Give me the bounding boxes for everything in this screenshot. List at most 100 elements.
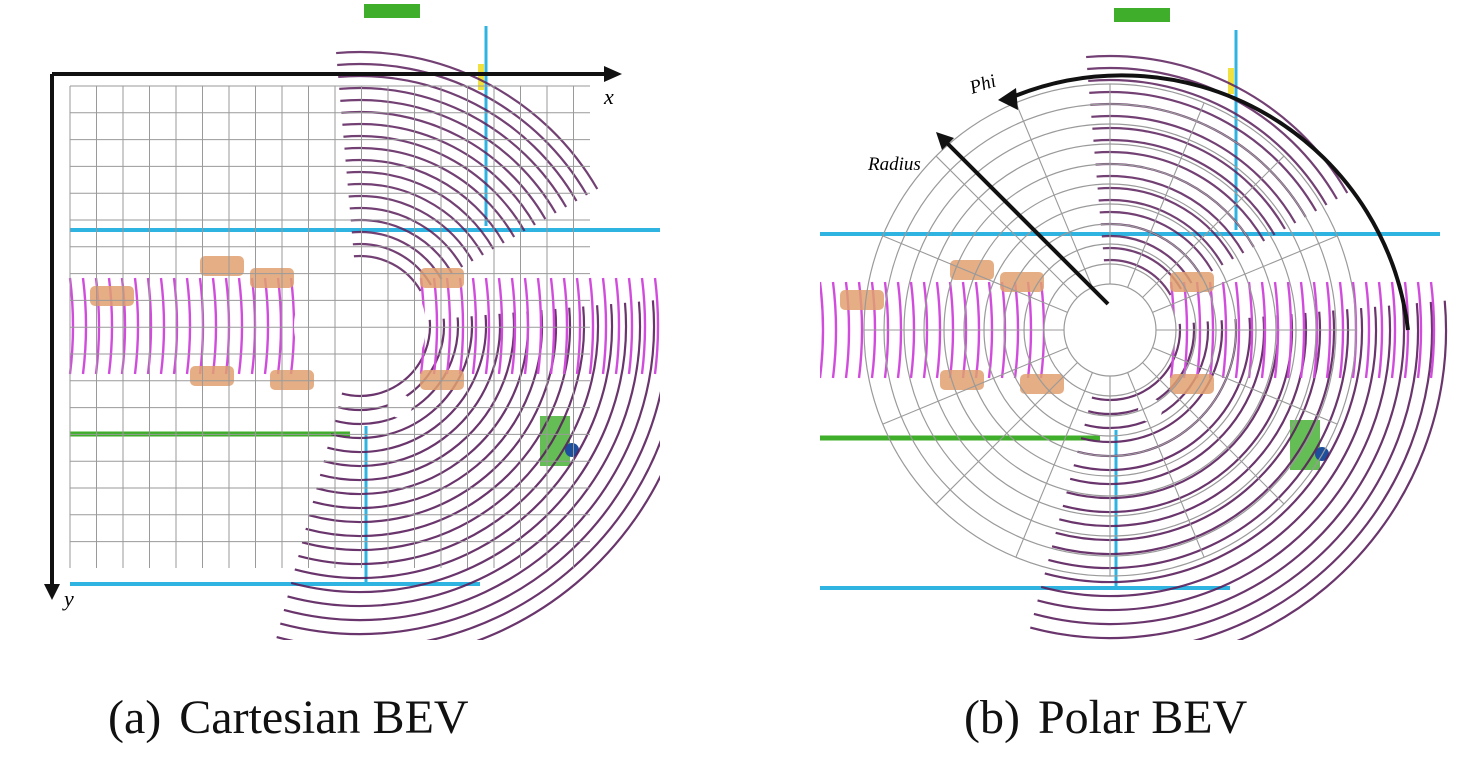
road-scan-line xyxy=(588,277,595,375)
pole-mark xyxy=(478,64,484,90)
road-scan-line xyxy=(614,277,621,375)
road-scan-line xyxy=(510,277,517,375)
car-cluster xyxy=(270,370,314,390)
ground-scan-ring xyxy=(353,254,422,292)
ground-scan-ring xyxy=(1069,316,1266,486)
polar-axes: Phi Radius xyxy=(867,71,1410,331)
road-scan-line xyxy=(81,277,88,375)
car-cluster xyxy=(950,260,994,280)
ground-scan-ring xyxy=(1099,210,1214,272)
road-scan-line xyxy=(133,277,140,375)
caption-b: (b)Polar BEV xyxy=(964,690,1247,745)
ground-scan-ring xyxy=(1094,150,1266,242)
x-axis-arrowhead-icon xyxy=(604,66,622,82)
ground-scan-ring xyxy=(1098,198,1224,266)
polar-spoke xyxy=(1127,372,1205,558)
ground-scan-ring xyxy=(1073,317,1252,472)
ground-scan-ring xyxy=(339,86,568,208)
road-scan-line xyxy=(818,281,825,379)
car-cluster xyxy=(840,290,884,310)
ground-scan-ring xyxy=(1091,114,1297,224)
ground-scan-ring xyxy=(342,122,536,226)
point-cloud-a xyxy=(68,4,698,664)
road-scan-line xyxy=(497,277,504,375)
car-cluster xyxy=(250,268,294,288)
ground-scan-ring xyxy=(1093,138,1276,236)
polar-spoke xyxy=(1152,347,1338,425)
radius-line xyxy=(942,138,1110,306)
ground-scan-ring xyxy=(1096,174,1245,254)
road-scan-line xyxy=(640,277,647,375)
road-scan-line xyxy=(1377,281,1384,379)
ground-scan-ring xyxy=(290,302,628,594)
phi-label: Phi xyxy=(966,71,999,99)
car-cluster xyxy=(190,366,234,386)
road-scan-line xyxy=(237,277,244,375)
car-cluster xyxy=(1170,272,1214,292)
ground-scan-ring xyxy=(337,62,588,196)
vegetation-blob xyxy=(1114,8,1170,22)
cartesian-bev-panel: x y xyxy=(0,0,698,664)
road-scan-line xyxy=(627,277,634,375)
ground-scan-ring xyxy=(341,319,432,398)
polar-bev-figure: Phi Radius xyxy=(818,8,1448,668)
polar-spoke xyxy=(1015,372,1093,558)
ground-scan-ring xyxy=(294,303,614,580)
sensor-center xyxy=(294,260,426,392)
vegetation-blob xyxy=(364,4,420,18)
caption-b-number: (b) xyxy=(964,691,1020,744)
polar-spoke xyxy=(882,347,1068,425)
occlusion-spot xyxy=(388,394,412,418)
car-cluster xyxy=(940,370,984,390)
road-scan-line xyxy=(250,277,257,375)
ground-scan-ring xyxy=(1066,315,1280,500)
polar-spoke xyxy=(1015,102,1093,288)
ground-scan-ring xyxy=(1044,307,1364,584)
ground-scan-ring xyxy=(337,318,446,412)
ground-scan-ring xyxy=(1103,258,1172,296)
road-scan-line xyxy=(523,277,530,375)
road-scan-line xyxy=(562,277,569,375)
ground-scan-ring xyxy=(1080,320,1224,444)
caption-a: (a) Cartesian BEV xyxy=(108,690,469,745)
ground-scan-ring xyxy=(283,300,656,622)
caption-a-text: Cartesian BEV xyxy=(179,691,469,744)
road-scan-line xyxy=(263,277,270,375)
car-cluster xyxy=(1020,374,1064,394)
ground-scan-ring xyxy=(287,301,642,608)
road-scan-line xyxy=(575,277,582,375)
road-scan-line xyxy=(653,277,660,375)
road-scan-line xyxy=(211,277,218,375)
ground-scan-ring xyxy=(344,146,516,238)
road-scan-line xyxy=(831,281,838,379)
ground-scan-ring xyxy=(346,170,495,250)
phi-arc xyxy=(1009,73,1410,331)
cartesian-bev-figure: x y xyxy=(44,4,698,664)
radius-arrowhead-icon xyxy=(936,132,954,150)
ground-scan-ring xyxy=(1040,306,1378,598)
ground-scan-ring xyxy=(1030,303,1420,640)
road-scan-line xyxy=(289,277,296,375)
phi-arrowhead-icon xyxy=(998,88,1018,110)
pole-mark xyxy=(1228,68,1234,94)
ground-scan-ring xyxy=(348,194,474,262)
road-scan-line xyxy=(1429,281,1436,379)
x-axis-label: x xyxy=(603,84,614,109)
ground-scan-ring xyxy=(319,312,516,482)
ground-scan-ring xyxy=(1033,304,1406,626)
road-scan-line xyxy=(1416,281,1423,379)
road-scan-line xyxy=(159,277,166,375)
road-scan-line xyxy=(185,277,192,375)
ground-scan-ring xyxy=(340,98,557,214)
ground-scan-ring xyxy=(1051,310,1336,556)
ground-scan-ring xyxy=(347,182,484,256)
road-scan-line xyxy=(1390,281,1397,379)
caption-a-number: (a) xyxy=(108,691,162,744)
road-scan-line xyxy=(1364,281,1371,379)
point-cloud-b xyxy=(818,8,1448,668)
ground-scan-ring xyxy=(298,305,600,566)
ground-scan-ring xyxy=(330,316,474,440)
occlusion-spot xyxy=(1138,398,1162,422)
ground-scan-ring xyxy=(1089,90,1318,212)
polar-spoke xyxy=(1152,235,1338,313)
